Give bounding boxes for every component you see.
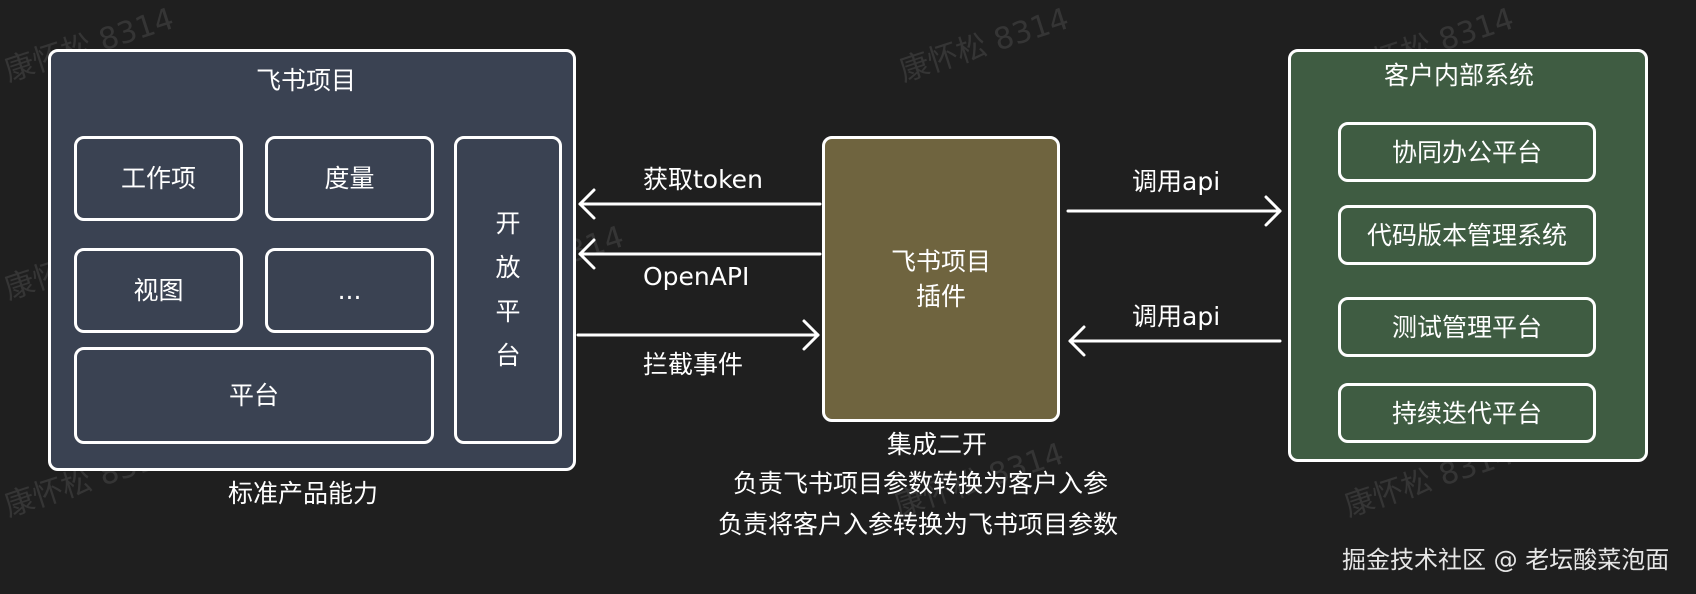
system-collab-office: 协同办公平台 bbox=[1338, 122, 1596, 182]
module-label: 工作项 bbox=[120, 164, 196, 193]
module-work-item: 工作项 bbox=[74, 136, 243, 221]
module-platform: 平台 bbox=[74, 347, 434, 444]
plugin-title-line: 飞书项目 bbox=[890, 247, 991, 276]
label-call-api-bottom: 调用api bbox=[1132, 302, 1221, 331]
system-test-mgmt: 测试管理平台 bbox=[1338, 297, 1596, 357]
system-label: 代码版本管理系统 bbox=[1366, 220, 1567, 250]
open-platform-char: 台 bbox=[495, 341, 521, 370]
plugin-caption-line: 负责将客户入参转换为飞书项目参数 bbox=[718, 510, 1119, 539]
standard-capability-caption: 标准产品能力 bbox=[228, 479, 379, 508]
module-label: 度量 bbox=[324, 164, 375, 193]
plugin-title-line: 插件 bbox=[915, 282, 966, 311]
footer-credit: 掘金技术社区 @ 老坛酸菜泡面 bbox=[1342, 546, 1670, 574]
system-continuous-iteration: 持续迭代平台 bbox=[1338, 383, 1596, 443]
module-label: ... bbox=[337, 276, 362, 305]
module-label: 平台 bbox=[228, 381, 279, 410]
plugin-caption-line: 集成二开 bbox=[887, 430, 988, 459]
system-code-version: 代码版本管理系统 bbox=[1338, 205, 1596, 265]
label-get-token: 获取token bbox=[643, 165, 763, 194]
open-platform-char: 平 bbox=[495, 297, 521, 326]
label-call-api-top: 调用api bbox=[1132, 167, 1221, 196]
customer-system-title: 客户内部系统 bbox=[1384, 61, 1535, 90]
feishu-project-title: 飞书项目 bbox=[256, 66, 357, 95]
module-metrics: 度量 bbox=[265, 136, 434, 221]
module-label: 视图 bbox=[133, 276, 184, 305]
system-label: 持续迭代平台 bbox=[1391, 398, 1542, 428]
label-openapi: OpenAPI bbox=[643, 262, 750, 291]
arrowhead-openapi bbox=[578, 238, 596, 270]
arrowhead-call-api-in bbox=[1068, 325, 1086, 357]
module-more: ... bbox=[265, 248, 434, 333]
system-label: 测试管理平台 bbox=[1391, 312, 1542, 342]
plugin-caption-line: 负责飞书项目参数转换为客户入参 bbox=[733, 469, 1109, 498]
plugin-title: 飞书项目 插件 bbox=[825, 139, 1057, 419]
open-platform-box: 开 放 平 台 bbox=[454, 136, 562, 444]
plugin-panel: 飞书项目 插件 bbox=[822, 136, 1060, 422]
system-label: 协同办公平台 bbox=[1391, 137, 1542, 167]
arrowhead-intercept-events bbox=[802, 319, 820, 351]
arrowhead-get-token bbox=[578, 188, 596, 220]
arrowhead-call-api-out bbox=[1264, 195, 1282, 227]
open-platform-char: 放 bbox=[495, 253, 521, 282]
module-view: 视图 bbox=[74, 248, 243, 333]
open-platform-char: 开 bbox=[495, 209, 521, 238]
label-intercept-events: 拦截事件 bbox=[643, 350, 744, 379]
